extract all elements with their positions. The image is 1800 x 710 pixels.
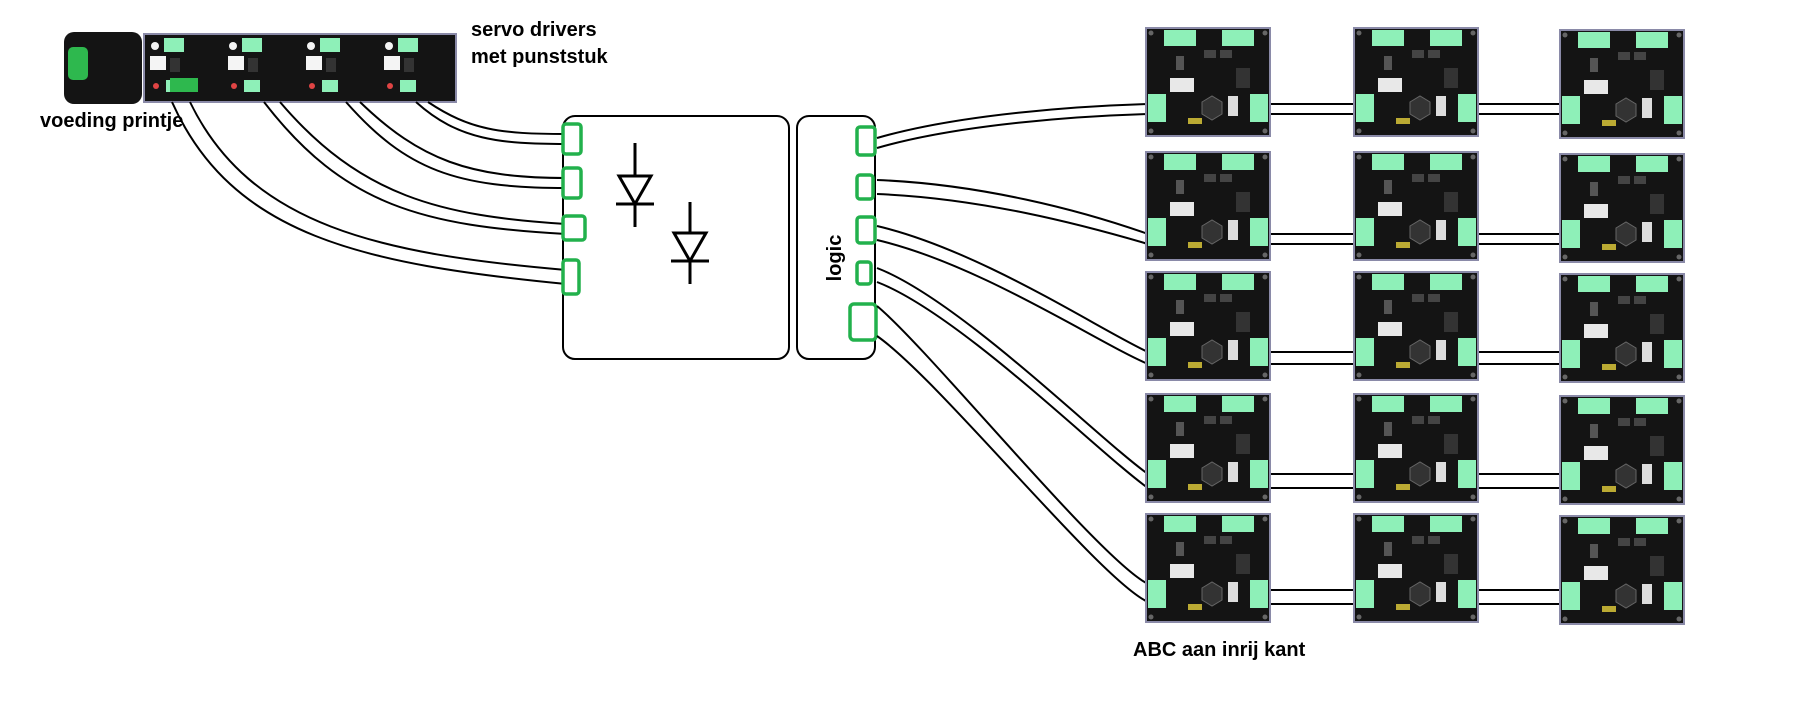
power-board-led [68, 47, 88, 80]
pcb-board [1353, 393, 1479, 503]
pcb-board [1145, 271, 1271, 381]
pcb-board [1145, 151, 1271, 261]
diode-icon [616, 143, 709, 284]
abc-side-label: ABC aan inrij kant [1133, 639, 1306, 661]
wires-pcb-chain [1270, 103, 1562, 605]
diode-box-connectors [561, 122, 587, 296]
wires-servo-to-diode [171, 101, 567, 285]
pcb-board [1145, 27, 1271, 137]
pcb-board [1559, 515, 1685, 625]
power-board-label: voeding printje [40, 110, 184, 132]
pcb-board [1145, 513, 1271, 623]
pcb-grid [1145, 27, 1685, 625]
pcb-board [1559, 29, 1685, 139]
logic-label: logic [824, 234, 846, 282]
servo-drivers-strip [143, 33, 457, 103]
logic-box-connectors [848, 125, 878, 342]
servo-drivers-label-line1: servo drivers [471, 19, 597, 41]
pcb-board [1353, 271, 1479, 381]
pcb-board [1353, 513, 1479, 623]
pcb-board [1353, 27, 1479, 137]
pcb-board [1559, 395, 1685, 505]
pcb-board [1559, 153, 1685, 263]
pcb-board [1145, 393, 1271, 503]
wires-logic-to-pcbs [876, 103, 1149, 603]
servo-drivers-label-line2: met punststuk [471, 46, 608, 68]
pcb-board [1353, 151, 1479, 261]
pcb-board [1559, 273, 1685, 383]
servo-drivers-label: servo drivers met punststuk [471, 17, 608, 71]
